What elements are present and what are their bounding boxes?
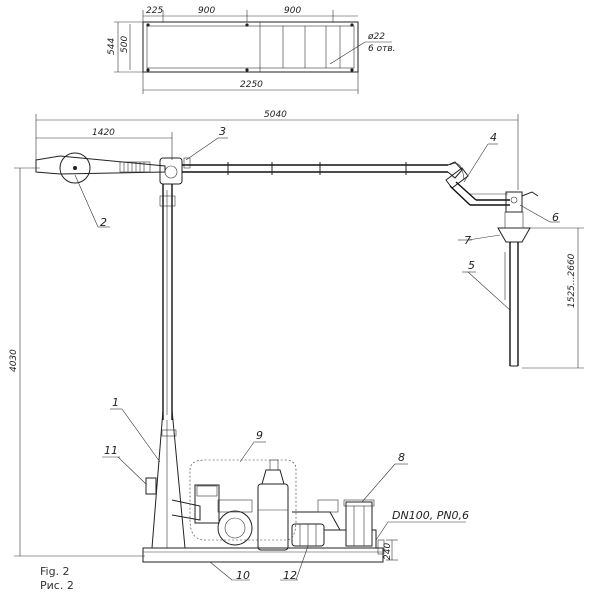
bolt-hole [350, 68, 354, 72]
control-box [145, 477, 157, 495]
hole-leader [329, 41, 366, 65]
loading-cone [497, 227, 531, 243]
dim-5040-label: 5040 [264, 110, 287, 120]
boom-swivel [445, 167, 469, 189]
top-view: ø22 6 отв. 225 900 900 544 500 2250 [107, 6, 396, 94]
valve-handle [521, 191, 539, 197]
callout-8: 8 [398, 451, 405, 464]
dim-544-label: 544 [107, 38, 117, 55]
counterweight-disc [59, 152, 91, 184]
counterweight-arm [35, 155, 166, 175]
separator-tank [257, 483, 289, 551]
outer-arm [455, 181, 477, 201]
dim-240-label: 240 [383, 543, 393, 560]
dim-1420-label: 1420 [92, 128, 115, 138]
hole-count-label: 6 отв. [368, 44, 396, 54]
bolt-hole [146, 23, 150, 27]
filter-housing [345, 501, 373, 547]
dim-225-label: 225 [146, 6, 163, 16]
valve-body [505, 191, 523, 213]
strainer-housing [194, 484, 220, 524]
callout-3: 3 [219, 125, 226, 138]
callout-9: 9 [256, 429, 263, 442]
side-view [35, 152, 539, 563]
callout-4: 4 [490, 131, 497, 144]
column-base [151, 409, 186, 549]
base-frame [142, 547, 384, 563]
suction-pipe [171, 499, 201, 521]
dim-2250-label: 2250 [240, 80, 263, 90]
counterweight-pivot [73, 166, 77, 170]
dim-500-label: 500 [120, 36, 130, 53]
side-view-dimensions: 5040 1420 4030 1525...2660 240 [9, 110, 584, 561]
bolt-hole [245, 68, 249, 72]
callout-12: 12 [283, 569, 297, 582]
dim-900-label: 900 [284, 6, 301, 16]
dim-1525-2660-label: 1525...2660 [567, 253, 577, 308]
spring-cylinder [119, 161, 151, 173]
bolt-hole [245, 23, 249, 27]
frame-outline [142, 21, 359, 73]
callouts: 1 2 3 4 5 6 7 8 9 10 [74, 125, 560, 582]
swivel-joint [159, 157, 183, 185]
bolt-hole [146, 68, 150, 72]
callout-10: 10 [236, 569, 250, 582]
dim-900-label: 900 [198, 6, 215, 16]
callout-5: 5 [468, 259, 475, 272]
dim-4030-label: 4030 [9, 349, 19, 372]
bolt-hole [350, 23, 354, 27]
frame-inner [146, 25, 355, 69]
pump-casing [217, 510, 253, 546]
callout-6: 6 [552, 211, 559, 224]
callout-2: 2 [100, 216, 107, 229]
callout-11: 11 [104, 444, 118, 457]
pump-unit-envelope [189, 459, 297, 541]
callout-7: 7 [464, 234, 471, 247]
hole-diameter-label: ø22 [367, 32, 385, 42]
outer-arm [449, 185, 471, 206]
figure-caption-ru: Рис. 2 [40, 579, 74, 592]
flange-spec-label: DN100, PN0,6 [392, 509, 469, 522]
figure-caption-en: Fig. 2 [40, 565, 70, 578]
callout-1: 1 [112, 396, 119, 409]
